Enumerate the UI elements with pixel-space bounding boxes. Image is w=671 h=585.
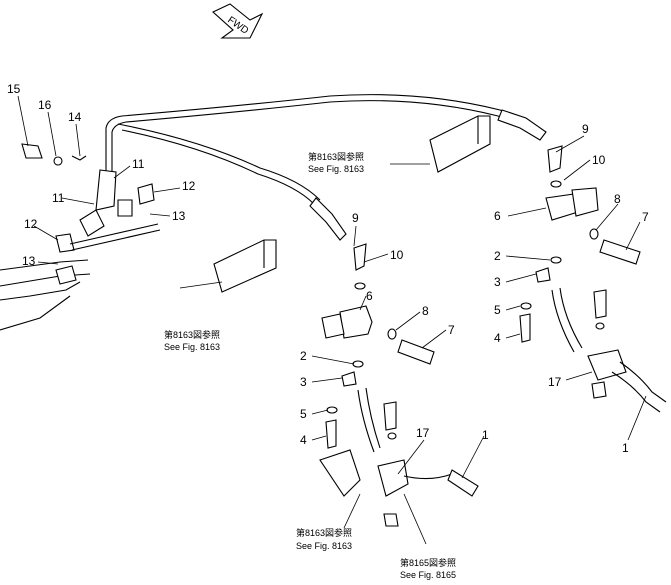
callout-9a: 9 [352,211,359,225]
machine-frame [0,259,91,331]
ref-jp-2: 第8163図参照 [164,329,220,340]
callout-17b: 17 [548,375,562,389]
callout-11b: 11 [52,191,65,205]
callouts: 15 16 14 11 11 12 12 13 13 9 10 6 8 7 2 … [7,82,649,455]
callout-12b: 12 [24,217,38,231]
ref-en-2: See Fig. 8163 [164,342,220,352]
callout-9b: 9 [582,122,589,136]
callout-12a: 12 [182,179,196,193]
ref-jp-4: 第8165図参照 [400,557,456,568]
callout-16: 16 [38,98,52,112]
callout-13a: 13 [172,209,186,223]
leader-lines [17,95,647,545]
callout-6a: 6 [366,289,373,303]
ref-en-3: See Fig. 8163 [296,541,352,551]
fwd-arrow-icon: FWD [212,3,264,39]
main-hose-line [105,94,547,241]
callout-5b: 5 [494,303,501,317]
callout-1b: 1 [622,441,629,455]
callout-14: 14 [68,110,82,124]
callout-10a: 10 [390,248,404,262]
ref-jp-1: 第8163図参照 [308,151,364,162]
callout-13b: 13 [22,254,36,268]
callout-10b: 10 [592,153,606,167]
figure-references: 第8163図参照 See Fig. 8163 第8163図参照 See Fig.… [164,151,456,580]
callout-8a: 8 [422,304,429,318]
callout-3b: 3 [494,275,501,289]
callout-2b: 2 [494,249,501,263]
callout-8b: 8 [614,192,621,206]
valve-mid [319,243,479,527]
bracket-right [429,115,491,173]
callout-17a: 17 [416,426,430,440]
callout-4b: 4 [494,331,501,345]
ref-jp-3: 第8163図参照 [296,527,352,538]
callout-1a: 1 [482,428,489,442]
callout-2a: 2 [300,349,307,363]
callout-7b: 7 [642,210,649,224]
callout-4a: 4 [300,433,307,447]
callout-11a: 11 [132,157,145,171]
bracket-mid [213,239,277,293]
callout-5a: 5 [300,407,307,421]
ref-en-1: See Fig. 8163 [308,164,364,174]
callout-3a: 3 [300,375,307,389]
ref-en-4: See Fig. 8165 [400,570,456,580]
left-fittings [21,143,161,253]
callout-6b: 6 [494,209,501,223]
callout-7a: 7 [448,323,455,337]
valve-right [519,145,667,413]
callout-15: 15 [7,82,21,96]
